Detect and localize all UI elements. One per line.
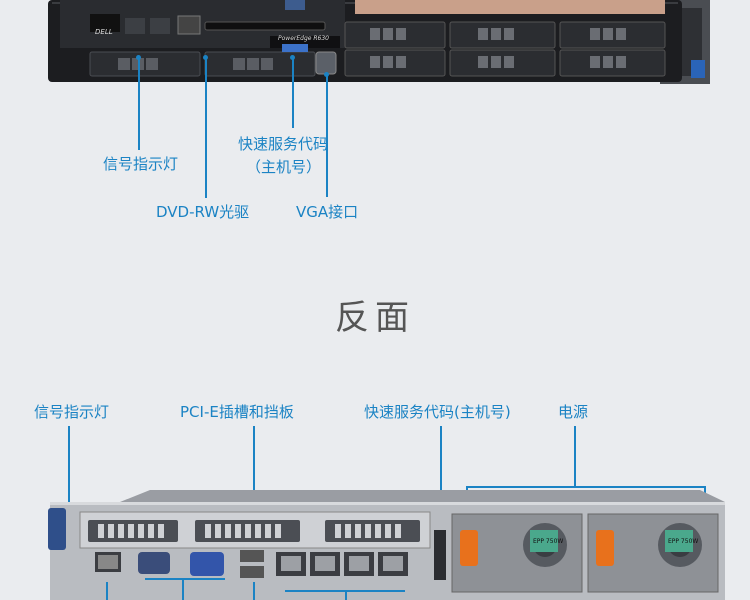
leader-line-back-pcie [253, 426, 255, 526]
leader-line-front-dvd [205, 58, 207, 198]
leader-line-back-service-tag [440, 426, 442, 552]
psu-2-label: EPP 750W [668, 538, 698, 545]
server-front-illustration: DELL PowerEdge R630 [48, 0, 710, 84]
label-back-power-supply: 电源 [558, 403, 589, 421]
label-front-dvd-drive: DVD-RW光驱 [156, 203, 250, 221]
leader-line-front-vga [326, 75, 328, 197]
bezel-model-text: PowerEdge R630 [278, 35, 329, 42]
label-front-signal-led: 信号指示灯 [103, 155, 179, 173]
bezel-brand-text: DELL [95, 28, 113, 36]
label-front-service-tag: 快速服务代码 [238, 135, 329, 153]
label-front-service-tag-sub: （主机号） [246, 158, 322, 176]
leader-line-front-service-tag [292, 58, 294, 128]
leader-line-back-psu-horizontal [466, 486, 706, 488]
label-back-pcie-slots: PCI-E插槽和挡板 [180, 403, 294, 421]
label-back-signal-led: 信号指示灯 [34, 403, 110, 421]
leader-line-back-signal-led [68, 426, 70, 510]
leader-line-back-psu-vertical [574, 426, 576, 486]
server-back-illustration: EPP 750W EPP 750W [48, 490, 725, 600]
psu-1-label: EPP 750W [533, 538, 563, 545]
section-title-back: 反面 [335, 298, 415, 338]
leader-line-front-signal-led [138, 58, 140, 150]
label-back-service-tag: 快速服务代码(主机号) [364, 403, 511, 421]
label-front-vga-port: VGA接口 [296, 203, 359, 221]
